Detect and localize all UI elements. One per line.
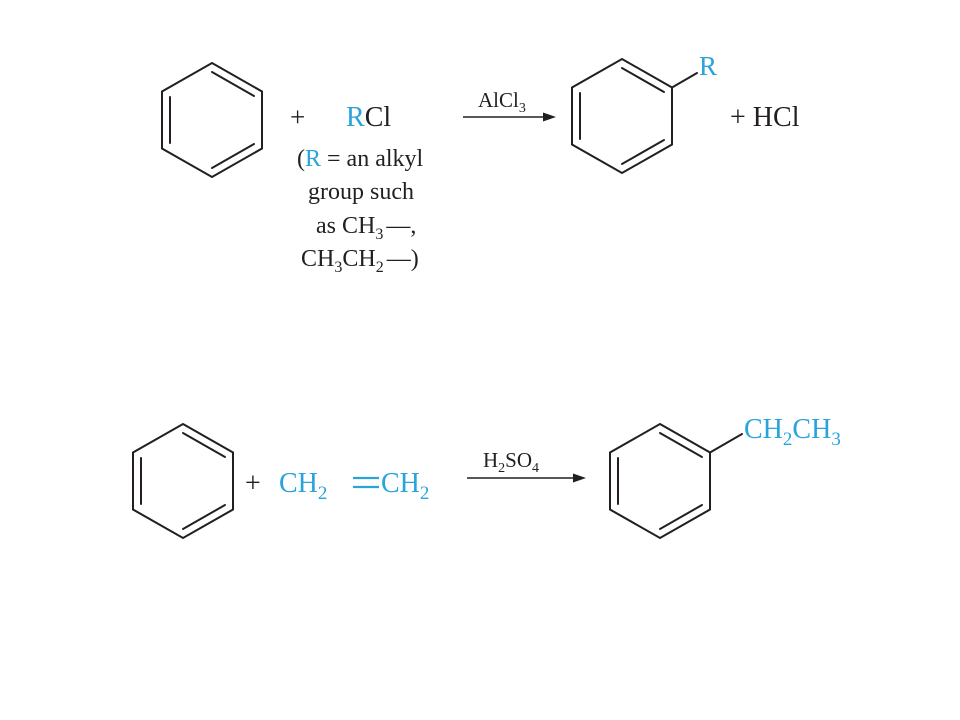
ethylene-left: CH2 — [279, 468, 327, 504]
plus-sign-2: + — [245, 468, 261, 499]
ethylene-reagent: CH2 CH2 — [279, 468, 429, 504]
ethyl-substituent: CH2CH3 — [744, 414, 841, 450]
note-line-1: (R = an alkyl — [297, 146, 424, 172]
ethyl-bond — [709, 433, 743, 454]
note-line-4: CH3CH2—) — [301, 246, 419, 276]
note-line-2: group such — [308, 179, 414, 205]
benzene-ring-reactant-2 — [132, 422, 234, 540]
catalyst-alcl3: AlCl3 — [478, 88, 526, 116]
ethylene-right: CH2 — [381, 468, 429, 504]
hcl-byproduct: + HCl — [730, 102, 800, 133]
reaction-2: + CH2 CH2 H2SO4 CH2CH3 — [132, 414, 841, 540]
reaction-arrow-2 — [467, 473, 586, 483]
note-line-3: as CH3—, — [316, 213, 416, 243]
substituent-bond — [671, 72, 698, 89]
catalyst-h2so4: H2SO4 — [483, 448, 539, 476]
reaction-arrow-1 — [463, 112, 556, 122]
reagent-chlorine: Cl — [365, 102, 392, 133]
benzene-ring-product-1 — [571, 57, 698, 175]
r-group-note: (R = an alkyl group such as CH3—, CH3CH2… — [297, 146, 424, 276]
plus-sign: + — [290, 102, 305, 132]
product-r-group: R — [699, 51, 717, 81]
benzene-ring-product-2 — [609, 422, 743, 540]
reagent-r-group: R — [346, 102, 365, 133]
alkyl-halide-reagent: RCl — [346, 102, 391, 133]
benzene-ring-reactant-1 — [161, 61, 263, 179]
reaction-1: + RCl (R = an alkyl group such as CH3—, … — [161, 51, 800, 276]
